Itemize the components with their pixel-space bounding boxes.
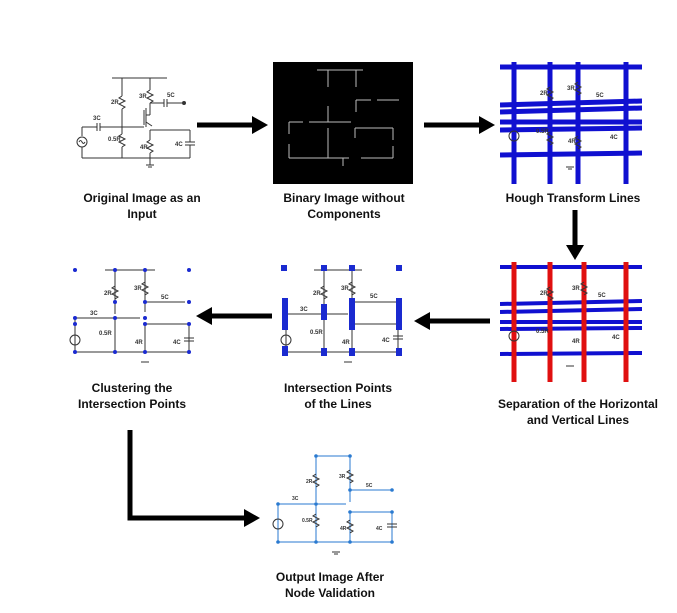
svg-text:5C: 5C [366,483,373,489]
svg-text:3C: 3C [93,116,101,122]
svg-text:3R: 3R [572,286,580,292]
svg-text:0.5R: 0.5R [302,518,313,524]
svg-text:2R: 2R [104,291,112,297]
caption-hough: Hough Transform Lines [505,191,641,205]
arrowhead-1 [252,116,268,134]
svg-text:3R: 3R [139,94,147,100]
svg-text:5C: 5C [370,294,378,300]
arrowhead-5 [196,307,212,325]
svg-text:0.5R: 0.5R [536,129,549,135]
svg-text:4C: 4C [175,142,183,148]
svg-text:2R: 2R [540,291,548,297]
svg-text:4C: 4C [612,335,620,341]
arrowhead-2 [479,116,495,134]
svg-text:4C: 4C [376,526,383,532]
svg-text:3R: 3R [341,286,349,292]
svg-text:0.5R: 0.5R [310,330,323,336]
svg-text:4R: 4R [140,145,148,151]
svg-text:5C: 5C [598,293,606,299]
svg-text:2R: 2R [540,91,548,97]
svg-text:3C: 3C [90,311,98,317]
svg-text:2R: 2R [306,479,313,485]
svg-text:4R: 4R [135,340,143,346]
separated-lines-image: 2R 3R 5C 0.5R 4R 4C [500,262,642,382]
svg-text:4R: 4R [342,340,350,346]
arrow-clustering-to-output [127,430,246,521]
svg-text:0.5R: 0.5R [108,137,121,143]
svg-text:5C: 5C [161,295,169,301]
binary-image [273,62,413,184]
svg-text:3C: 3C [300,307,308,313]
svg-text:2R: 2R [313,291,321,297]
svg-text:3R: 3R [134,286,142,292]
svg-text:3R: 3R [567,86,575,92]
arrowhead-3 [566,245,584,260]
svg-text:4C: 4C [610,135,618,141]
svg-text:4C: 4C [173,340,181,346]
original-circuit-image: 2R 3R 5C 3C 0.5R 4R 4C [72,70,212,170]
svg-text:0.5R: 0.5R [536,329,549,335]
svg-text:5C: 5C [167,93,175,99]
arrowhead-6 [244,509,260,527]
arrowhead-4 [414,312,430,330]
svg-text:3C: 3C [292,496,299,502]
svg-text:2R: 2R [111,100,119,106]
output-image: 2R 3R 5C 3C 0.5R 4R 4C [270,450,400,565]
svg-text:3R: 3R [339,474,346,480]
svg-text:0.5R: 0.5R [99,331,112,337]
svg-text:4R: 4R [572,339,580,345]
svg-text:4C: 4C [382,338,390,344]
intersection-points-image: 2R 3R 5C 3C 0.5R 4R 4C [278,262,408,377]
svg-text:5C: 5C [596,93,604,99]
svg-text:4R: 4R [340,526,347,532]
svg-text:4R: 4R [568,139,576,145]
hough-lines-image: 2R 3R 5C 0.5R 4R 4C [500,62,642,184]
clustered-points-image: 2R 3R 5C 3C 0.5R 4R 4C [65,262,195,377]
